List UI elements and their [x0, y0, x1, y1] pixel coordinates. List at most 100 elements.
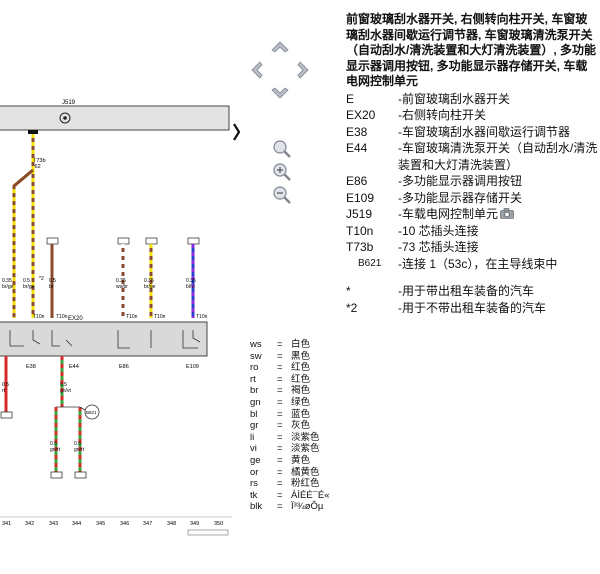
color-code-row: vi=淡紫色	[250, 443, 320, 455]
zoom-out-icon[interactable]	[271, 184, 293, 206]
svg-text:T10n: T10n	[56, 314, 68, 320]
svg-text:346: 346	[120, 521, 129, 527]
legend-item: E109-多功能显示器存储开关	[346, 190, 522, 205]
svg-text:0.5: 0.5	[2, 382, 9, 388]
svg-text:gn/vt: gn/vt	[60, 388, 71, 394]
svg-text:br/ge: br/ge	[144, 284, 156, 290]
svg-text:0.5: 0.5	[23, 278, 30, 284]
color-code-row: li=淡紫色	[250, 431, 320, 443]
lower-wire-labels: 0.5 rt 0.5 gn/vt 0.5 gn/rt 0.5 gn/rt	[2, 382, 85, 453]
color-code-row: gr=灰色	[250, 420, 311, 432]
svg-text:0.35: 0.35	[186, 278, 196, 284]
svg-text:rt: rt	[2, 388, 6, 394]
svg-text:345: 345	[96, 521, 105, 527]
legend-panel: 前窗玻璃刮水器开关, 右侧转向柱开关, 车窗玻璃刮水器间歇运行调节器, 车窗玻璃…	[346, 12, 598, 316]
expand-panel-icon[interactable]	[233, 123, 240, 141]
ex20-label: EX20	[68, 316, 83, 322]
pan-left-icon[interactable]	[251, 61, 263, 79]
wire-color-list: ws=白色 sw=黑色 ro=红色 rt=红色 br=褐色 gn=绿色 bl=蓝…	[250, 339, 330, 513]
wire-gn-rt-b	[74, 407, 87, 479]
color-code-row: gn=绿色	[250, 396, 311, 408]
svg-text:T10n: T10n	[33, 314, 45, 320]
j519-symbol	[59, 112, 71, 124]
svg-text:*2: *2	[39, 276, 44, 282]
legend-item: E38-车窗玻璃刮水器间歇运行调节器	[346, 124, 570, 139]
svg-text:T10n: T10n	[154, 314, 166, 320]
svg-text:344: 344	[72, 521, 81, 527]
svg-text:gn/rt: gn/rt	[50, 447, 61, 453]
pan-control	[251, 41, 309, 99]
t73b-connector	[28, 130, 38, 134]
svg-text:0.5: 0.5	[50, 441, 57, 447]
svg-text:0.5: 0.5	[60, 382, 67, 388]
b621-node	[84, 404, 100, 420]
wiring-diagram: J519 T73b /62 0.35 br/ge 0.5 br/	[0, 100, 240, 536]
svg-text:E38: E38	[26, 364, 36, 370]
legend-item: T10n-10 芯插头连接	[346, 223, 479, 238]
b621-node-label: B621	[86, 410, 97, 415]
wire-rt-lower	[0, 356, 13, 419]
svg-text:350: 350	[214, 521, 223, 527]
legend-title: 前窗玻璃刮水器开关, 右侧转向柱开关, 车窗玻璃刮水器间歇运行调节器, 车窗玻璃…	[346, 12, 597, 88]
top-connectors	[46, 237, 200, 245]
wire-gn-rt-a	[50, 407, 63, 479]
legend-item: E44-车窗玻璃清洗泵开关（自动刮水/清洗装置和大灯清洗装置）	[346, 141, 598, 172]
t10n-labels: T10n T10n T10n T10n T10n	[33, 314, 208, 320]
pan-down-icon[interactable]	[271, 87, 289, 99]
t73b-label: T73b	[33, 158, 46, 164]
svg-text:T10n: T10n	[126, 314, 138, 320]
svg-text:E109: E109	[186, 364, 199, 370]
svg-text:0.35: 0.35	[144, 278, 154, 284]
legend-note: *2-用于不带出租车装备的汽车	[346, 300, 546, 315]
color-code-row: ws=白色	[250, 339, 311, 350]
wire-j519-main	[12, 134, 35, 318]
svg-text:0.35: 0.35	[2, 278, 12, 284]
svg-text:349: 349	[190, 521, 199, 527]
t73b-pin: /62	[33, 164, 41, 170]
color-code-row: blk=Ï³¾øÔµ	[250, 501, 324, 513]
legend-item: B621-连接 1（53c），在主导线束中	[358, 256, 558, 271]
svg-text:343: 343	[49, 521, 58, 527]
ex20-module	[0, 321, 208, 357]
color-code-row: sw=黑色	[250, 350, 311, 362]
j519-unit-box	[0, 105, 230, 131]
svg-text:ws/br: ws/br	[116, 284, 128, 290]
legend-item: E-前窗玻璃刮水器开关	[346, 91, 510, 106]
legend-note: *-用于带出租车装备的汽车	[346, 284, 534, 298]
svg-text:348: 348	[167, 521, 176, 527]
switch-symbols	[9, 330, 201, 349]
color-code-row: ro=红色	[250, 362, 311, 374]
color-code-row: ge=黄色	[250, 454, 311, 466]
legend-item: T73b-73 芯插头连接	[346, 240, 479, 254]
svg-text:T10n: T10n	[196, 314, 208, 320]
camera-icon[interactable]	[500, 208, 514, 219]
svg-text:br: br	[49, 284, 54, 290]
pan-up-icon[interactable]	[271, 41, 289, 53]
diagram-id-box	[187, 529, 229, 536]
svg-text:E86: E86	[119, 364, 129, 370]
svg-text:E44: E44	[69, 364, 79, 370]
component-labels: E38 E44 E86 E109	[26, 364, 199, 370]
pan-right-icon[interactable]	[297, 61, 309, 79]
svg-text:341: 341	[2, 521, 11, 527]
j519-label: J519	[62, 100, 76, 106]
color-code-row: bl=蓝色	[250, 408, 311, 420]
color-code-row: rt=红色	[250, 373, 311, 385]
wire-labels: 0.35 br/ge 0.5 br/ge *2 0.5 br 0.35 ws/b…	[2, 276, 196, 290]
svg-text:342: 342	[25, 521, 34, 527]
grid-numbers: 341 342 343 344 345 346 347 348 349 350	[2, 521, 223, 527]
zoom-in-icon[interactable]	[271, 161, 293, 183]
svg-text:0.5: 0.5	[74, 441, 81, 447]
zoom-reset-icon[interactable]	[271, 138, 293, 160]
legend-item: E86-多功能显示器调用按钮	[346, 174, 522, 188]
svg-text:br/ge: br/ge	[23, 284, 35, 290]
color-code-row: or=橘黄色	[250, 466, 320, 478]
svg-text:bl/vi: bl/vi	[186, 284, 195, 290]
svg-text:0.35: 0.35	[116, 278, 126, 284]
svg-text:br/ge: br/ge	[2, 284, 14, 290]
svg-text:0.5: 0.5	[49, 278, 56, 284]
color-code-row: br=褐色	[250, 385, 311, 397]
color-code-row: rs=粉红色	[250, 478, 320, 490]
svg-text:gn/rt: gn/rt	[74, 447, 85, 453]
wire-gn-vt-lower	[56, 356, 80, 408]
